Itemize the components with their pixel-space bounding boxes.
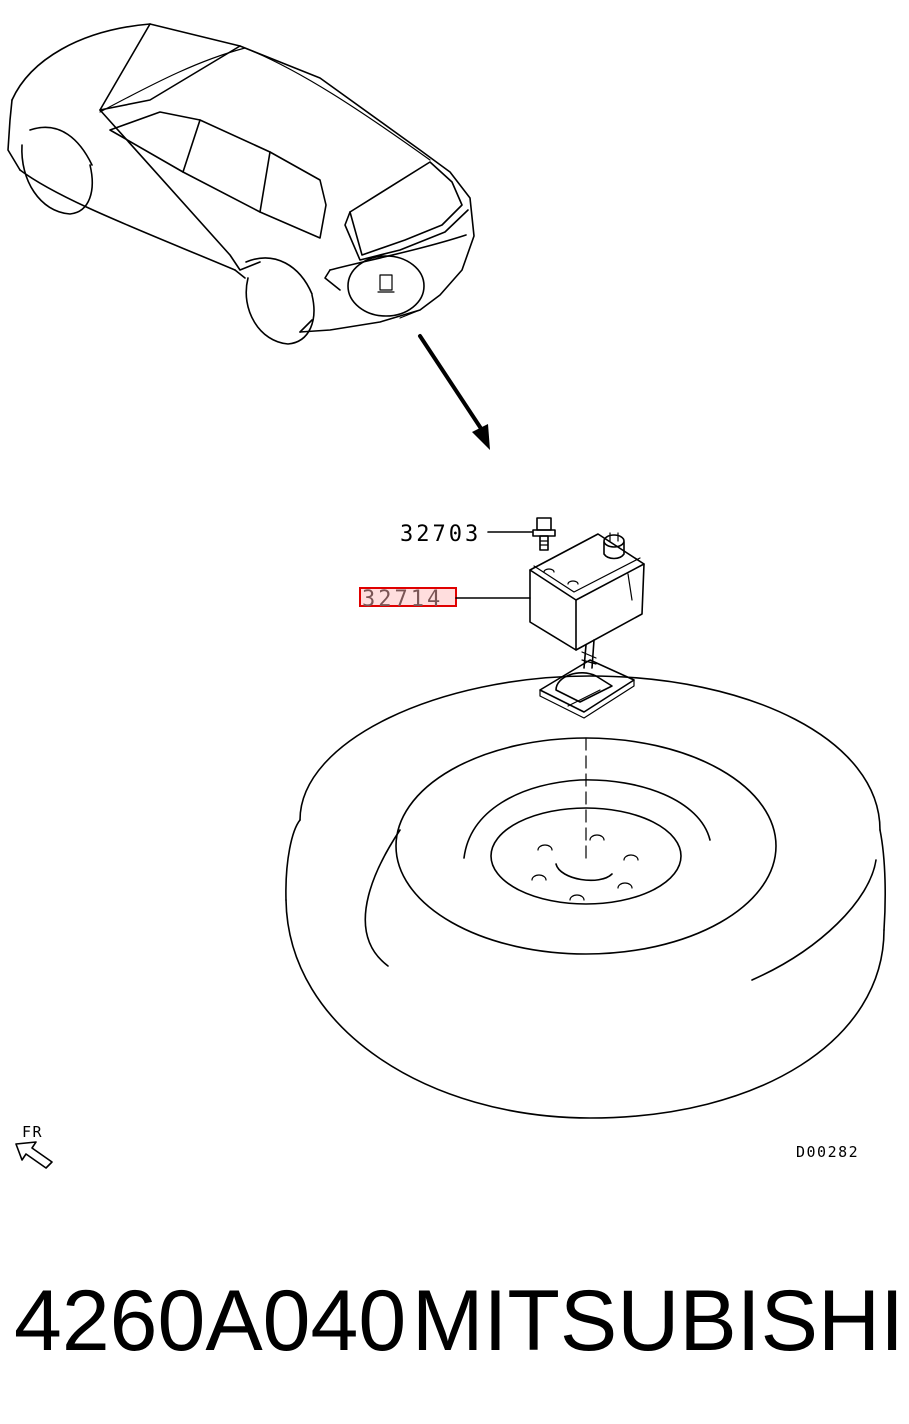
- brand-name: MITSUBISHI: [411, 1273, 904, 1369]
- callout-jack-label[interactable]: 32714: [362, 587, 443, 612]
- fr-label: FR: [22, 1123, 43, 1141]
- spare-tire-illustration: [285, 675, 886, 1119]
- front-arrow-icon: [15, 1141, 53, 1169]
- drawing-code: D00282: [796, 1143, 859, 1161]
- callout-jack[interactable]: 32714: [359, 587, 531, 612]
- callout-bolt: 32703: [400, 522, 533, 547]
- part-number: 4260A040: [14, 1273, 407, 1369]
- callout-bolt-label: 32703: [400, 522, 481, 547]
- footer: 4260A040 MITSUBISHI: [14, 1266, 904, 1376]
- front-direction-indicator: FR: [15, 1123, 53, 1169]
- parts-diagram: 32703 32714 FR D00282: [7, 23, 886, 1169]
- vehicle-illustration: [7, 23, 475, 345]
- jack-assembly-illustration: [529, 517, 645, 719]
- direction-arrow: [418, 334, 490, 450]
- highlight-box: [359, 587, 457, 607]
